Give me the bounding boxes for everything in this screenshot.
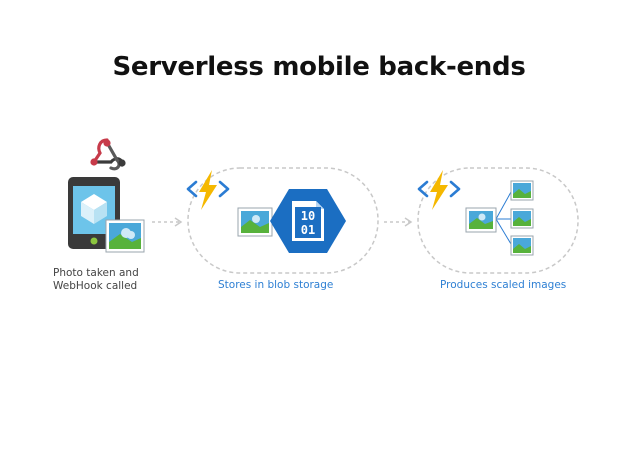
step-caption-line: Photo taken and (53, 267, 139, 279)
flow-arrow-2 (384, 217, 413, 227)
step-caption-phone: Photo taken and WebHook called (53, 267, 163, 293)
function-container-blob (187, 167, 379, 274)
blob-bits-row-1: 10 (301, 209, 315, 223)
step-caption-scale: Produces scaled images (440, 279, 567, 291)
function-container-scale (417, 167, 579, 274)
webhook-icon (90, 138, 126, 171)
image-icon (237, 207, 273, 237)
scaling-connectors (495, 191, 512, 245)
scaled-image-icon-3 (510, 235, 534, 256)
source-image-icon (465, 207, 497, 233)
slide-title: Serverless mobile back-ends (112, 52, 526, 82)
flow-arrow-1 (152, 217, 183, 227)
blob-bits-row-2: 01 (301, 223, 315, 237)
function-bolt-icon-2 (417, 170, 461, 210)
step-caption-line: WebHook called (53, 280, 138, 292)
photo-image-icon (105, 219, 145, 253)
step-caption-blob: Stores in blob storage (218, 279, 334, 291)
blob-storage-icon: 10 01 (270, 189, 346, 253)
scaled-image-icon-2 (510, 208, 534, 229)
cube-icon (81, 194, 107, 224)
scaled-image-icon-1 (510, 180, 534, 201)
function-bolt-icon (186, 170, 230, 210)
